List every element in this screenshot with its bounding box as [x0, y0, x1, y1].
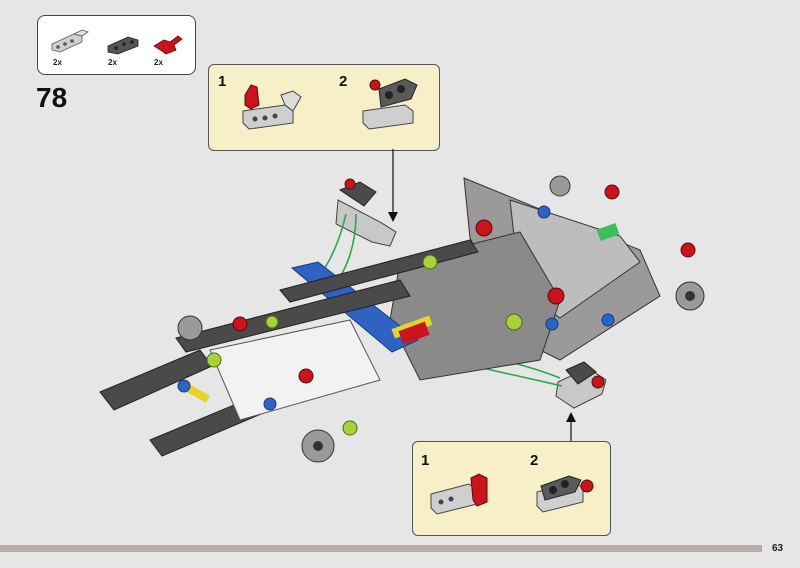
beam-with-dark-pin-icon	[362, 78, 418, 130]
dark-gray-beam-icon	[107, 36, 139, 55]
light-gray-beam-icon	[51, 29, 89, 53]
subassembly-callout-top: 1 2	[208, 64, 440, 151]
page-number: 63	[772, 543, 784, 554]
beam-with-red-pin-icon	[430, 473, 488, 515]
parts-list-drawings	[51, 29, 183, 55]
red-axle-pin-icon	[153, 35, 183, 55]
subassembly-bottom-drawing	[430, 473, 594, 515]
substep-number: 1	[421, 452, 430, 469]
step-number: 78	[36, 82, 68, 113]
callout-arrow-bottom	[566, 412, 576, 441]
subassembly-top-drawing	[242, 78, 418, 130]
chassis-body	[99, 175, 705, 463]
subassembly-callout-bottom: 1 2	[412, 441, 611, 536]
part-qty-2: 2x	[108, 58, 117, 67]
substep-number: 2	[530, 452, 539, 469]
parts-list: 2x 2x 2x	[37, 15, 196, 75]
floating-subassembly-top	[335, 178, 397, 247]
substep-number: 1	[218, 73, 227, 90]
part-qty-1: 2x	[53, 58, 62, 67]
beam-with-red-pin-icon	[242, 84, 302, 130]
callout-arrow-top	[388, 149, 398, 222]
floating-subassembly-bottom	[555, 361, 607, 409]
beam-with-dark-pin-icon	[536, 475, 594, 513]
footer-bar	[0, 545, 762, 552]
part-qty-3: 2x	[154, 58, 163, 67]
substep-number: 2	[339, 73, 348, 90]
